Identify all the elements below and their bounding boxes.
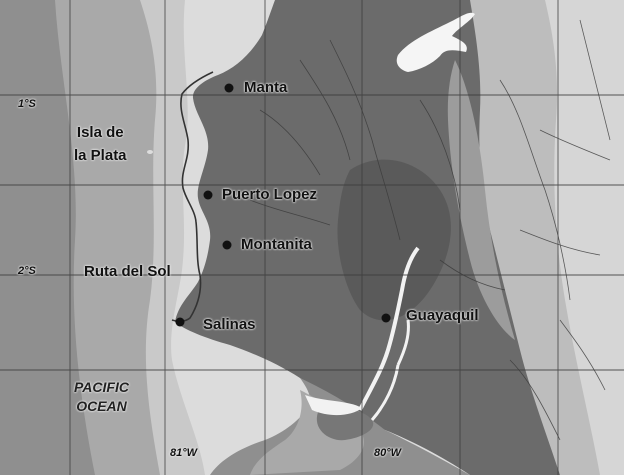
river — [299, 59, 351, 161]
lon-label-81w: 81°W — [170, 447, 198, 459]
rivers — [249, 19, 611, 441]
river — [559, 319, 606, 391]
isla-de-la-plata-line2: la Plata — [74, 147, 127, 164]
lon-label-80w: 80°W — [374, 447, 402, 459]
river — [259, 109, 321, 176]
river — [249, 199, 331, 226]
river — [509, 359, 561, 441]
river — [579, 19, 611, 141]
pacific-ocean-line1: PACIFIC — [74, 379, 129, 395]
montanita-label: Montanita — [241, 236, 312, 253]
isla-de-la-plata-label: Isla de la Plata — [74, 121, 127, 167]
river — [539, 129, 611, 161]
manta-label: Manta — [244, 79, 288, 96]
salinas-label: Salinas — [203, 316, 256, 333]
puna-island — [316, 408, 374, 441]
river — [499, 79, 571, 301]
manta-marker — [224, 83, 234, 93]
salinas-marker — [175, 317, 185, 327]
river — [439, 259, 506, 291]
river — [419, 99, 461, 211]
guayaquil-label: Guayaquil — [406, 307, 479, 324]
reservoir — [396, 12, 475, 72]
pacific-ocean-label: PACIFIC OCEAN — [74, 378, 129, 416]
puerto-lopez-label: Puerto Lopez — [222, 186, 318, 203]
ruta-del-sol-route — [171, 71, 214, 323]
isla-de-la-plata — [147, 150, 153, 154]
ruta-del-sol-label: Ruta del Sol — [84, 263, 171, 280]
puerto-lopez-marker — [203, 190, 213, 200]
highlands-light — [545, 0, 624, 475]
guayas-river — [358, 246, 420, 411]
pacific-ocean-line2: OCEAN — [76, 398, 127, 414]
highlands-mid — [447, 60, 515, 340]
lat-label-1s: 1°S — [18, 98, 36, 110]
river — [329, 39, 401, 241]
interior-lowland — [337, 159, 451, 321]
guayaquil-marker — [381, 313, 391, 323]
estuary-shore — [305, 395, 362, 416]
isla-de-la-plata-line1: Isla de — [76, 124, 124, 141]
montanita-marker — [222, 240, 232, 250]
lat-label-2s: 2°S — [18, 265, 36, 277]
city-markers — [175, 83, 391, 327]
